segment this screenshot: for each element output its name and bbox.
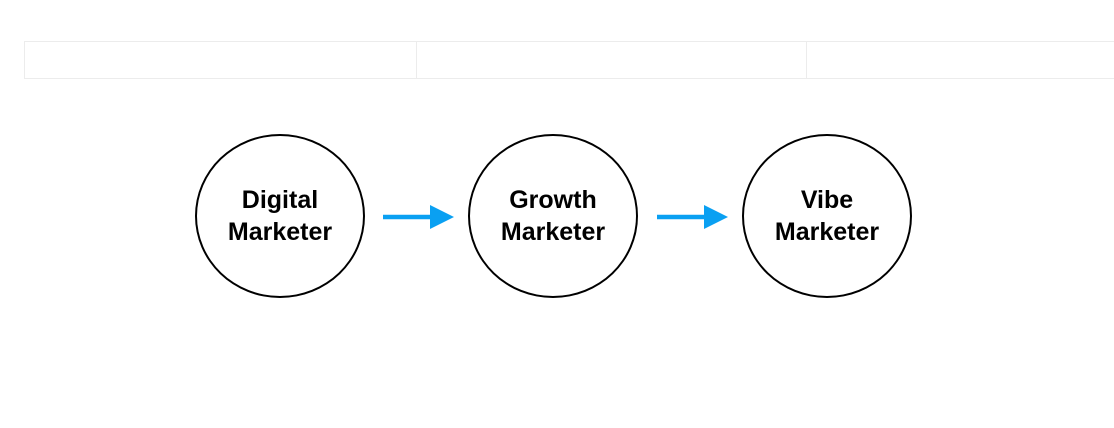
top-grid-row [24, 41, 1114, 79]
node-label-line1: Digital [241, 186, 319, 214]
node-digital-marketer: Digital Marketer [195, 134, 365, 298]
arrow-right-icon [657, 205, 728, 229]
top-grid-cell [417, 42, 807, 78]
arrow-right-icon [383, 205, 454, 229]
node-label-line2: Marketer [227, 218, 333, 246]
node-label-line2: Marketer [774, 218, 880, 246]
node-label: Vibe Marketer [775, 184, 879, 248]
node-vibe-marketer: Vibe Marketer [742, 134, 912, 298]
node-label-line1: Vibe [800, 186, 854, 214]
node-label-line1: Growth [509, 186, 597, 214]
node-label-line2: Marketer [500, 218, 606, 246]
node-label: Digital Marketer [228, 184, 332, 248]
node-growth-marketer: Growth Marketer [468, 134, 638, 298]
top-grid-cell [807, 42, 1114, 78]
node-label: Growth Marketer [501, 184, 605, 248]
top-grid-cell [25, 42, 417, 78]
